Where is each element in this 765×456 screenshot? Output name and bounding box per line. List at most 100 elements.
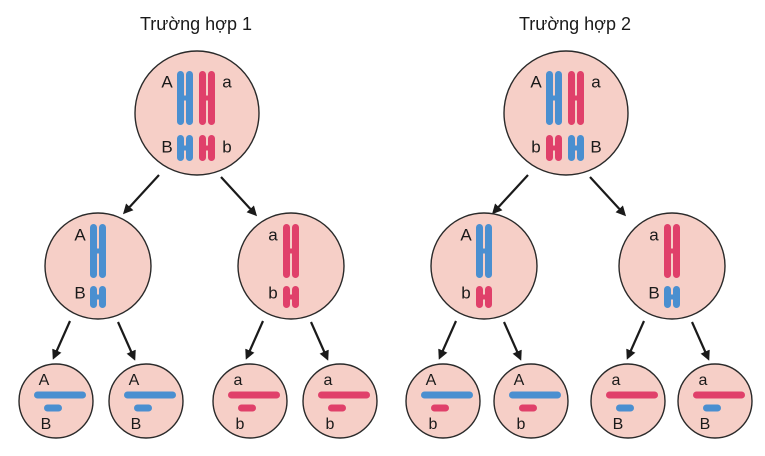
case-2-daughter-2-cell [618,212,726,320]
case-2-parent-blue-long-centromere [550,95,558,101]
case-2-daughter-1-long-chromosome-chromatid [476,224,483,278]
case-1-daughter-2-arrow-right [309,321,329,361]
case-2-daughter-1-long-chromosome-centromere [480,248,488,254]
case-2-gamete-1-short-chromatid [431,404,449,412]
case-2-parent-label-top-right: a [591,72,601,91]
case-2-gamete-4-cell [677,363,753,439]
case-1-daughter-1-label-bottom: B [74,283,85,302]
case-1-parent-right-short-chromatid [199,135,206,161]
case-1-daughter-1-label-top: A [74,225,86,244]
case-2-daughter-1-short-chromosome-centromere [480,294,488,300]
case-1-daughter-2-short-chromosome-centromere [287,294,295,300]
case-1-parent-red-long [199,71,215,125]
case-2-parent-red-long [568,71,584,125]
case-2-daughter-2-long-chromosome-centromere [668,248,676,254]
case-2-daughter-2-short-chromosome-centromere [668,294,676,300]
case-1-gamete-1-label-bottom: B [41,416,52,433]
case-1-parent-left-short-chromatid [186,135,193,161]
case-2-parent-label-top-left: A [530,72,542,91]
case-2-parent-right-short-chromatid [568,135,575,161]
case-2-parent-label-bottom-right: B [590,137,601,156]
case-1-gamete-3-label-bottom: b [236,416,245,433]
case-2-gamete-1-label-bottom: b [429,416,438,433]
case-1-daughter-2-label-top: a [268,225,278,244]
case-2-daughter-2-label-top: a [649,225,659,244]
case-2-daughter-1-arrow-left [438,320,458,360]
case-1-parent-red-long-chromatid [199,71,206,125]
case-1-gamete-2-cell [108,363,184,439]
case-2-daughter-2-short-chromosome [664,286,680,308]
case-1-daughter-1-long-chromosome-chromatid [99,224,106,278]
case-2-parent-left-short-chromatid [555,135,562,161]
case-2-daughter-2-label-bottom: B [648,283,659,302]
case-1-gamete-3-label-top: a [234,372,243,389]
case-2-parent-blue-long-chromatid [555,71,562,125]
case-1-gamete-3-cell [212,363,288,439]
case-1-daughter-1-long-chromosome-centromere [94,248,102,254]
case-1-daughter-1-short-chromosome-chromatid [99,286,106,308]
case-2-parent-blue-long-chromatid [546,71,553,125]
case-2-daughter-1-cell [430,212,538,320]
case-2-gamete-4-long-chromatid [693,391,745,399]
case-2-arrow-parent-right [589,176,627,217]
case-1-daughter-2-long-chromosome-chromatid [283,224,290,278]
case-2-parent-left-short [546,135,562,161]
case-1-daughter-2-cell [237,212,345,320]
case-2-daughter-1-long-chromosome-chromatid [485,224,492,278]
case-2-parent-right-short [568,135,584,161]
case-1-parent-blue-long-centromere [181,95,189,101]
case-2-daughter-2-arrow-right [690,321,710,361]
case-1-daughter-1-long-chromosome-chromatid [90,224,97,278]
case-1-parent-blue-long-chromatid [177,71,184,125]
case-2-daughter-2-long-chromosome-chromatid [673,224,680,278]
case-1-gamete-2-label-top: A [129,372,140,389]
case-2-gamete-2-cell [493,363,569,439]
case-1-daughter-2-long-chromosome-centromere [287,248,295,254]
case-1-gamete-3-long-chromatid [228,391,280,399]
case-1-gamete-4-label-bottom: b [326,416,335,433]
case-2-daughter-1-short-chromosome-chromatid [485,286,492,308]
case-2-daughter-2-arrow-left [626,320,646,360]
case-2-gamete-2-long-chromatid [509,391,561,399]
case-1-daughter-1-arrow-left [52,320,72,360]
case-2-gamete-2-label-bottom: b [517,416,526,433]
case-1-gamete-3-short-chromatid [238,404,256,412]
case-2-daughter-1-arrow-right [502,321,522,361]
case-1-daughter-2-short-chromosome-chromatid [292,286,299,308]
case-2-parent-right-short-chromatid [577,135,584,161]
case-2-gamete-2-short-chromatid [519,404,537,412]
case-2-daughter-2-short-chromosome-chromatid [673,286,680,308]
case-1-gamete-4-short-chromatid [328,404,346,412]
case-2-daughter-1-label-top: A [460,225,472,244]
case-2-parent-label-bottom-left: b [531,137,540,156]
case-2-gamete-3-label-top: a [612,372,621,389]
case-1-daughter-1-cell [44,212,152,320]
case-2-daughter-1-label-bottom: b [461,283,470,302]
case-1-daughter-1-short-chromosome-centromere [94,294,102,300]
case-2-gamete-1-cell [405,363,481,439]
case-1-parent-right-short-centromere [203,145,211,151]
case-2-gamete-2-label-top: A [514,372,525,389]
case-2-parent-left-short-chromatid [546,135,553,161]
case-2-daughter-1-short-chromosome [476,286,492,308]
case-2-daughter-1-long-chromosome [476,224,492,278]
case-2-parent-cell [503,50,629,176]
case-1-daughter-2-short-chromosome [283,286,299,308]
case-2-parent-left-short-centromere [550,145,558,151]
case-1-arrow-parent-right [220,176,258,217]
case-2-daughter-2-long-chromosome [664,224,680,278]
case-1-parent-blue-long [177,71,193,125]
case-1-parent-red-long-centromere [203,95,211,101]
case-1-gamete-1-long-chromatid [34,391,86,399]
case-2-gamete-1-long-chromatid [421,391,473,399]
case-1-parent-right-short [199,135,215,161]
case-1-parent-left-short-centromere [181,145,189,151]
case-2-parent-red-long-chromatid [568,71,575,125]
case-2-gamete-3-cell [590,363,666,439]
case-1-parent-right-short-chromatid [208,135,215,161]
case-2-arrow-parent-left [491,174,529,215]
case-2-gamete-4-label-bottom: B [700,416,711,433]
case-1-gamete-1-cell [18,363,94,439]
case-2-daughter-2-short-chromosome-chromatid [664,286,671,308]
